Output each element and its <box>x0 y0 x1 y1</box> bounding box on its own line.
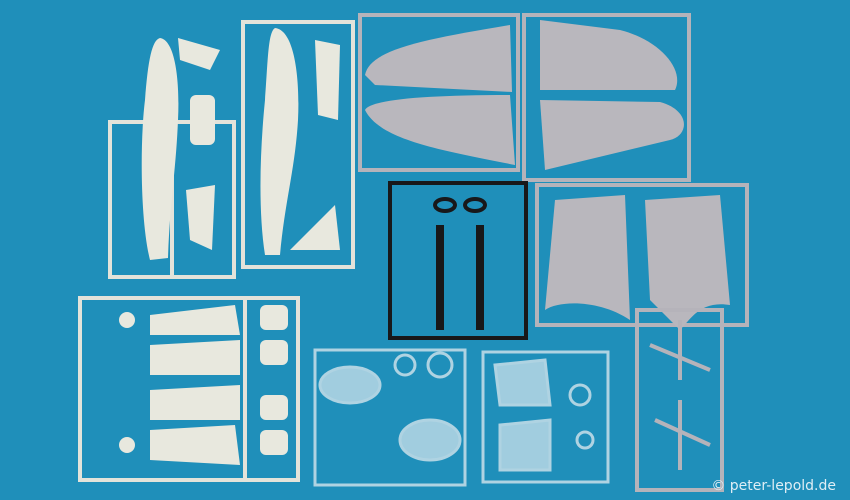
fuselage-half-left <box>141 38 179 260</box>
cowling-4 <box>150 425 240 465</box>
wheels <box>119 305 288 455</box>
wing-lower-2 <box>540 100 684 170</box>
wing-sprue-1 <box>358 13 520 172</box>
watermark: © peter-lepold.de <box>711 478 836 494</box>
small-part <box>190 95 215 145</box>
stabilizer-part <box>290 205 340 250</box>
wing-sprue-2 <box>522 13 691 182</box>
nacelle-part-1 <box>545 195 630 320</box>
wing-upper-1 <box>365 25 512 92</box>
clear-sprue-1 <box>313 348 467 487</box>
wing-lower-1 <box>365 95 515 165</box>
engine-sprue <box>78 296 300 482</box>
wing-upper-2 <box>540 20 678 90</box>
propeller-sprue <box>635 308 724 492</box>
cowling-2 <box>150 340 240 375</box>
cowling-1 <box>150 305 240 335</box>
black-sprue <box>388 181 528 340</box>
nacelle-sprue <box>535 183 749 327</box>
wing-tip-part <box>315 40 340 120</box>
clear-sprue-2 <box>481 350 610 484</box>
fuselage-half-right <box>260 28 299 255</box>
tail-part <box>178 38 220 70</box>
cowling-3 <box>150 385 240 420</box>
nacelle-part-2 <box>645 195 730 330</box>
rudder-part <box>186 185 215 250</box>
fuselage-sprue-right <box>241 20 355 269</box>
